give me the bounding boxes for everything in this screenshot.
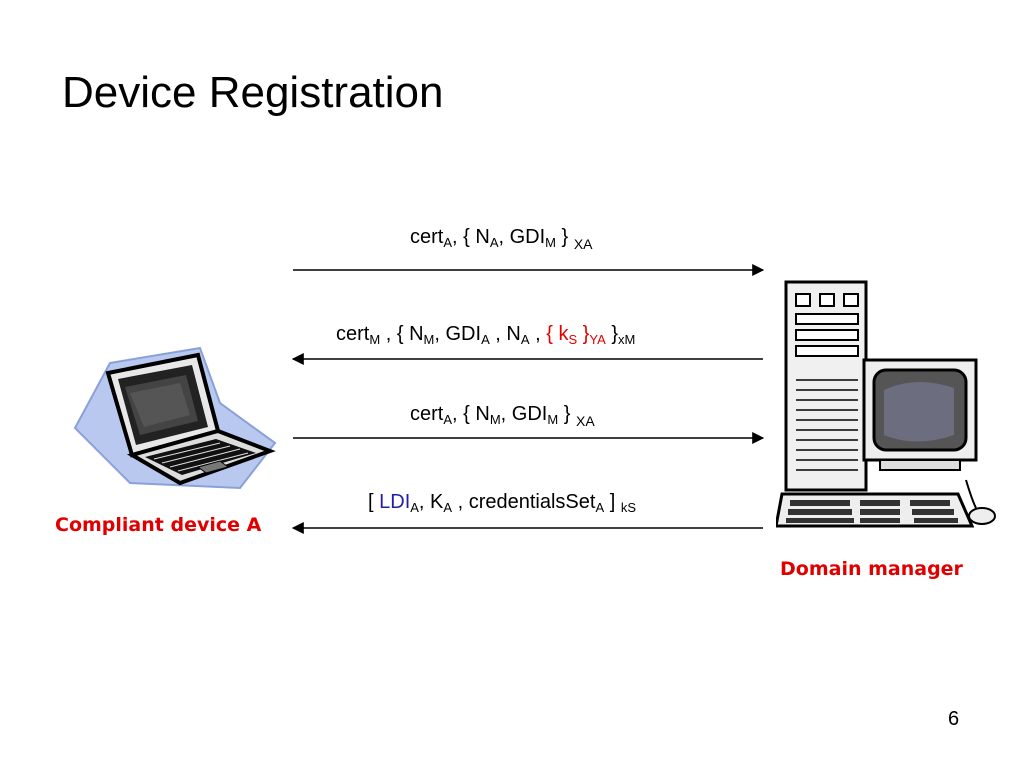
- message-3-label: certA, { NM, GDIM } XA: [410, 403, 595, 429]
- message-1-label: certA, { NA, GDIM } XA: [410, 226, 593, 252]
- page-number: 6: [948, 708, 960, 730]
- desktop-computer-icon: [776, 280, 996, 528]
- slide-title: Device Registration: [62, 68, 444, 117]
- device-label: Compliant device A: [55, 514, 262, 536]
- manager-label: Domain manager: [780, 558, 963, 580]
- message-4-label: [ LDIA, KA , credentialsSetA ] kS: [368, 491, 636, 515]
- laptop-icon: [73, 346, 277, 490]
- message-2-label: certM , { NM, GDIA , NA , { kS }YA }xM: [336, 323, 636, 347]
